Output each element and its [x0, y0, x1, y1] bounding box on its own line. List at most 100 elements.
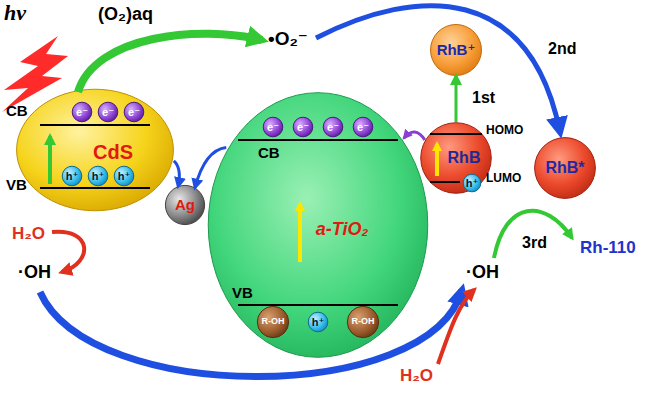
hole-dot: h⁺: [308, 312, 328, 332]
electron-dot: e⁻: [323, 117, 343, 137]
light-symbol: hv: [4, 0, 26, 25]
electron-dot: e⁻: [293, 117, 313, 137]
rhb-cation: RhB⁺: [430, 24, 482, 76]
hole-dot-shape: [114, 166, 134, 186]
water-label: H₂O: [400, 366, 433, 386]
electron-dot-text: e⁻: [102, 106, 114, 118]
hydroxyl-radical: ·OH: [466, 262, 499, 283]
rhb-molecule-text: RhB: [448, 149, 481, 167]
transfer-arrow: [455, 76, 458, 122]
electron-dot: e⁻: [353, 117, 373, 137]
surface-hydroxyl-text: R-OH: [262, 317, 285, 327]
cds-cb-line: [40, 124, 150, 126]
ag-particle-text: Ag: [175, 197, 195, 214]
electron-dot: e⁻: [72, 102, 92, 122]
rhb-excitation-arrow: [435, 144, 439, 176]
tio2-particle: a-TiO₂ e⁻ e⁻ e⁻ e⁻ R-OH h⁺ R-OH: [206, 90, 430, 360]
hole-dot-shape: [308, 312, 328, 332]
hydroxyl-transfer-arrow: [40, 290, 462, 377]
band-label: VB: [6, 176, 27, 193]
ag-particle-shape: [165, 185, 204, 224]
cds-excitation-arrow: [48, 136, 52, 184]
product-label: Rh-110: [580, 238, 636, 258]
hole-dot: h⁺: [62, 166, 82, 186]
surface-hydroxyl: R-OH: [257, 306, 289, 338]
electron-dot: e⁻: [124, 102, 144, 122]
dissolved-oxygen: (O₂)aq: [98, 4, 153, 25]
band-label: CB: [6, 102, 28, 119]
tio2-excitation-arrow: [298, 204, 302, 262]
surface-hydroxyl-text: R-OH: [352, 317, 375, 327]
tio2-particle-shape: [208, 93, 428, 358]
electron-dot-text: e⁻: [128, 106, 140, 118]
surface-hydroxyl-shape: [257, 306, 288, 337]
cds-vb-line: [40, 187, 150, 189]
rhb-radical-shape: [535, 138, 596, 199]
step-number: 2nd: [548, 40, 576, 58]
rhb-radical-text: RhB*: [545, 159, 584, 177]
electron-dot: e⁻: [263, 117, 283, 137]
electron-dot: e⁻: [98, 102, 118, 122]
orbital-label: HOMO: [486, 124, 523, 138]
transfer-arrow: [195, 148, 226, 188]
electron-dot-text: e⁻: [357, 121, 369, 133]
orbital-label: LUMO: [486, 172, 521, 186]
electron-dot-text: e⁻: [267, 121, 279, 133]
tio2-particle-text: a-TiO₂: [316, 220, 369, 240]
hole-dot-text: h⁺: [118, 170, 131, 182]
rhb-molecule: RhB h⁺: [420, 122, 492, 194]
surface-hydroxyl: R-OH: [347, 306, 379, 338]
cds-particle-shape: [17, 89, 174, 211]
electron-dot-shape: [263, 117, 283, 137]
band-label: CB: [258, 144, 280, 161]
tio2-vb-line: [238, 304, 398, 306]
hole-dot-text: h⁺: [92, 170, 105, 182]
hole-dot-shape: [62, 166, 82, 186]
hole-dot-shape: [88, 166, 108, 186]
electron-dot-text: e⁻: [76, 106, 88, 118]
hole-dot-text: h⁺: [312, 316, 325, 328]
hydroxyl-radical: ·OH: [18, 262, 51, 283]
electron-dot-shape: [72, 102, 92, 122]
third-step-arrow: [494, 211, 572, 258]
homo-line: [430, 133, 482, 135]
ag-particle: Ag: [165, 185, 205, 225]
rhb-molecule-shape: [421, 123, 492, 194]
electron-dot-shape: [293, 117, 313, 137]
hole-dot-text: h⁺: [66, 170, 79, 182]
hole-dot: h⁺: [463, 174, 481, 192]
step-number: 3rd: [522, 234, 547, 252]
electron-dot-shape: [353, 117, 373, 137]
transfer-arrow: [174, 161, 180, 186]
hole-dot: h⁺: [88, 166, 108, 186]
electron-dot-text: e⁻: [327, 121, 339, 133]
electron-dot-shape: [323, 117, 343, 137]
light-bolt: [2, 36, 68, 112]
superoxide-radical: •O₂⁻: [268, 28, 308, 50]
cds-particle: CdS e⁻ e⁻ e⁻ h⁺ h⁺ h⁺: [15, 88, 175, 212]
step-number: 1st: [470, 89, 497, 107]
water-oxidation-arrow: [52, 232, 84, 272]
tio2-cb-line: [238, 139, 398, 141]
second-step-arrow: [316, 6, 560, 132]
water-label: H₂O: [12, 224, 45, 244]
transfer-arrow: [404, 132, 425, 140]
cds-particle-text: CdS: [93, 141, 133, 163]
lumo-line: [430, 181, 460, 183]
electron-dot-shape: [98, 102, 118, 122]
hole-dot-shape: [463, 174, 481, 192]
hole-dot: h⁺: [114, 166, 134, 186]
rhb-cation-text: RhB⁺: [437, 42, 476, 59]
electron-dot-shape: [124, 102, 144, 122]
rhb-cation-shape: [431, 25, 482, 76]
water-oxidation-arrow: [438, 290, 474, 364]
rhb-radical: RhB*: [534, 137, 596, 199]
surface-hydroxyl-shape: [347, 306, 378, 337]
electron-dot-text: e⁻: [297, 121, 309, 133]
oxygen-reduction-arrow: [78, 34, 262, 92]
hole-dot-text: h⁺: [466, 177, 479, 189]
